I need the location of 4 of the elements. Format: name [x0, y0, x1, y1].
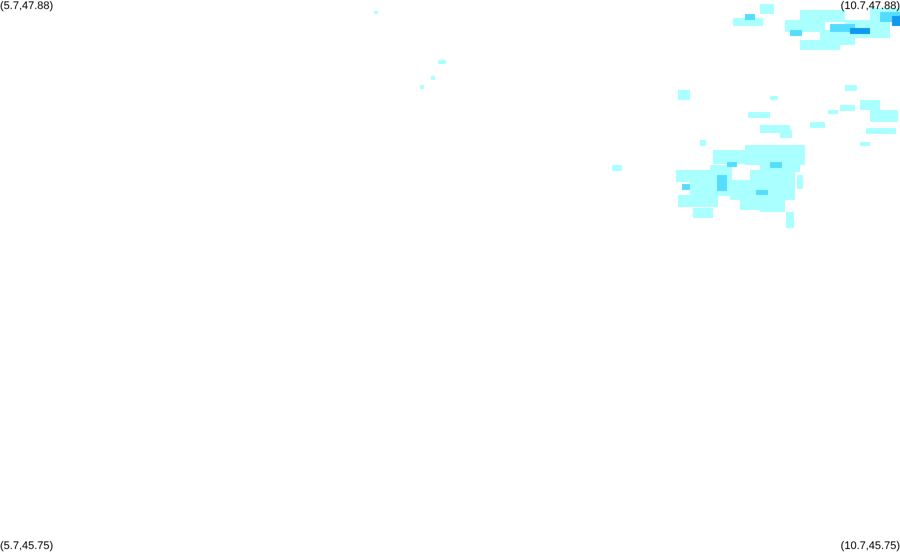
coordinate-label: (5.7,47.88) — [0, 0, 54, 12]
coordinate-label: (10.7,47.88) — [840, 0, 900, 12]
coordinate-label: (10.7,45.75) — [840, 540, 900, 552]
coordinate-label: (5.7,45.75) — [0, 540, 54, 552]
